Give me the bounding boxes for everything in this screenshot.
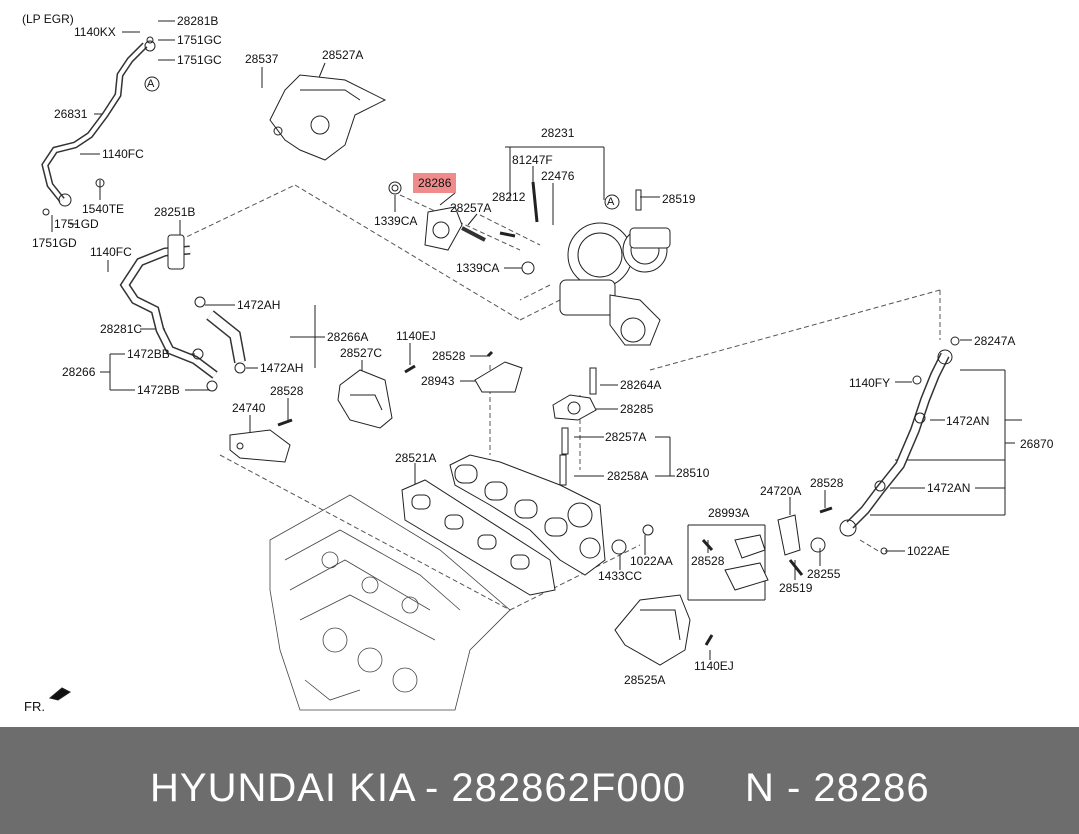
part-label-1140EJ[interactable]: 1140EJ [694,659,734,673]
part-label-28251B[interactable]: 28251B [154,205,196,219]
part-label-1751GC[interactable]: 1751GC [177,33,222,47]
part-label-1472BB[interactable]: 1472BB [137,383,180,397]
part-number: - 282862F000 [425,766,687,810]
part-label-28528[interactable]: 28528 [432,349,466,363]
front-marker: FR. [24,699,45,714]
part-label-22476[interactable]: 22476 [541,169,575,183]
part-label-1751GC[interactable]: 1751GC [177,53,222,67]
part-label-28257A[interactable]: 28257A [605,430,647,444]
part-label-1022AA[interactable]: 1022AA [630,554,673,568]
part-label-24740[interactable]: 24740 [232,401,266,415]
part-label-28247A[interactable]: 28247A [974,334,1016,348]
part-label-1339CA[interactable]: 1339CA [456,261,500,275]
part-label-26870[interactable]: 26870 [1020,437,1054,451]
part-label-28281B[interactable]: 28281B [177,14,219,28]
part-label-28943[interactable]: 28943 [421,374,455,388]
part-label-28285[interactable]: 28285 [620,402,654,416]
part-label-1472AH[interactable]: 1472AH [260,361,304,375]
part-label-81247F[interactable]: 81247F [512,153,553,167]
part-label-28527A[interactable]: 28527A [322,48,364,62]
part-label-26831[interactable]: 26831 [54,107,88,121]
part-label-28519[interactable]: 28519 [662,192,696,206]
part-label-28258A[interactable]: 28258A [607,469,649,483]
part-label-1140EJ[interactable]: 1140EJ [396,329,436,343]
part-label-28266[interactable]: 28266 [62,365,96,379]
part-label-1751GD[interactable]: 1751GD [54,217,99,231]
part-label-28528[interactable]: 28528 [270,384,304,398]
brand-name: HYUNDAI KIA [150,766,417,810]
ref-marker-a-right: A [607,196,615,208]
part-label-1540TE[interactable]: 1540TE [82,202,125,216]
part-label-1140FC[interactable]: 1140FC [90,245,132,259]
part-label-1472AN[interactable]: 1472AN [946,414,990,428]
part-label-1022AE[interactable]: 1022AE [907,544,950,558]
part-label-28537[interactable]: 28537 [245,52,279,66]
part-label-28266A[interactable]: 28266A [327,330,369,344]
part-label-28525A[interactable]: 28525A [624,673,666,687]
part-label-1140FC[interactable]: 1140FC [102,147,144,161]
reference-number: N - 28286 [745,766,930,810]
parts-diagram: (LP EGR) FR. A A 1140KX 28281B 1751GC 17… [22,12,1054,714]
part-label-28521A[interactable]: 28521A [395,451,437,465]
part-label-28527C[interactable]: 28527C [340,346,383,360]
part-label-28281C[interactable]: 28281C [100,322,143,336]
part-label-28519[interactable]: 28519 [779,581,813,595]
part-label-1751GD[interactable]: 1751GD [32,236,77,250]
part-label-1472BB[interactable]: 1472BB [127,347,170,361]
part-label-28257A[interactable]: 28257A [450,201,492,215]
footer-banner: HYUNDAI KIA - 282862F000 N - 28286 [0,727,1079,834]
part-label-1339CA[interactable]: 1339CA [374,214,418,228]
part-label-1433CC[interactable]: 1433CC [598,569,643,583]
part-label-1140FY[interactable]: 1140FY [849,376,891,390]
part-label-28255[interactable]: 28255 [807,567,841,581]
exploded-view-drawing [41,20,1022,711]
ref-marker-a-left: A [147,78,155,90]
part-label-1140KX[interactable]: 1140KX [74,25,116,39]
part-label-28212[interactable]: 28212 [492,190,526,204]
lp-egr-note: (LP EGR) [22,12,74,26]
part-label-28528[interactable]: 28528 [810,476,844,490]
part-label-24720A[interactable]: 24720A [760,484,802,498]
part-label-28231[interactable]: 28231 [541,126,575,140]
part-label-28510[interactable]: 28510 [676,466,710,480]
part-label-1472AH[interactable]: 1472AH [237,298,281,312]
part-label-28264A[interactable]: 28264A [620,378,662,392]
part-label-28286-highlighted[interactable]: 28286 [413,173,457,193]
part-label-28528[interactable]: 28528 [691,554,725,568]
part-label-28993A[interactable]: 28993A [708,506,750,520]
part-label-1472AN[interactable]: 1472AN [927,481,971,495]
